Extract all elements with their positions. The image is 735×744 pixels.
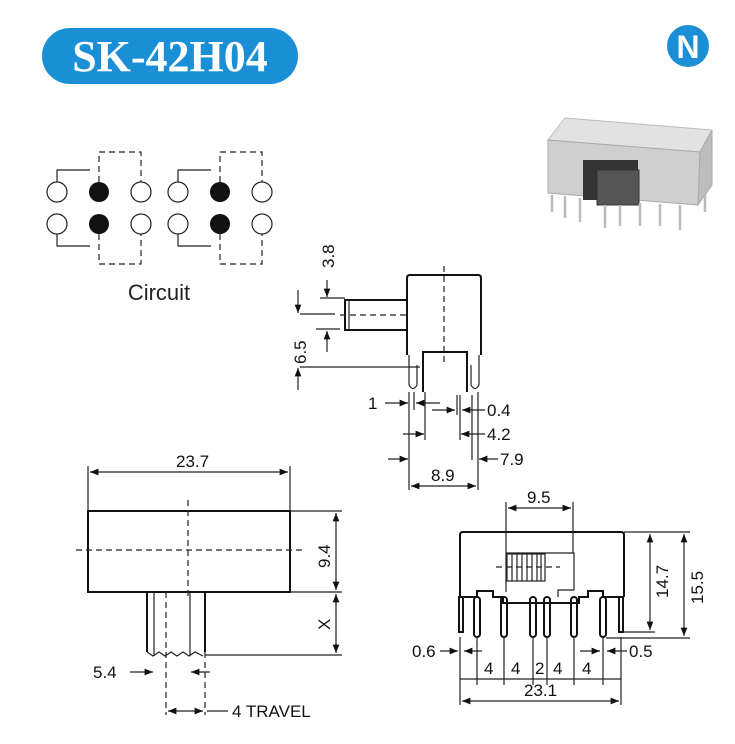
dim-width: 9.4	[315, 544, 334, 568]
side-view: 3.8 6.5 1 0.4 4.2 7.9 8.9	[291, 244, 524, 490]
svg-text:N: N	[676, 29, 699, 65]
top-view: 23.7 9.4 X 5.4 4 TRAVEL	[76, 452, 342, 721]
dim-travel: 4 TRAVEL	[232, 702, 311, 721]
dim-height: 6.5	[291, 340, 310, 364]
front-view: 9.5 14.7 15.5 0.6 0.5 4 4 2 4 4 23.1	[412, 488, 707, 705]
dim-lever-height: X	[315, 619, 334, 630]
dim-shaft: 3.8	[319, 244, 338, 268]
dim-length: 23.1	[524, 681, 557, 700]
dim-pitch-1: 4	[484, 659, 493, 678]
dim-length: 23.7	[176, 452, 209, 471]
dim-lever-width: 5.4	[93, 663, 117, 682]
dim-total-height: 15.5	[688, 571, 707, 604]
dim-pitch-2: 4	[511, 659, 520, 678]
dim-pin-width: 1	[368, 394, 377, 413]
circuit-group-1	[46, 151, 152, 265]
brand-logo: N	[667, 25, 709, 67]
dim-outer: 7.9	[500, 450, 524, 469]
dim-slot: 9.5	[527, 488, 551, 507]
title: SK-42H04	[72, 32, 268, 81]
dim-width: 8.9	[431, 466, 455, 485]
dim-body-height: 14.7	[653, 565, 672, 598]
dim-pitch-3: 2	[535, 659, 544, 678]
dim-pitch-5: 4	[582, 659, 591, 678]
dim-pin-pitch: 4.2	[487, 425, 511, 444]
circuit-group-2	[167, 151, 273, 265]
dim-lead-left: 0.6	[412, 642, 436, 661]
title-badge: SK-42H04	[42, 28, 298, 84]
circuit-label: Circuit	[128, 280, 190, 305]
product-photo	[547, 117, 713, 230]
dim-lead-right: 0.5	[629, 642, 653, 661]
dim-pitch-4: 4	[553, 659, 562, 678]
dim-pin-thickness: 0.4	[487, 401, 511, 420]
circuit-diagram: Circuit	[46, 151, 273, 305]
